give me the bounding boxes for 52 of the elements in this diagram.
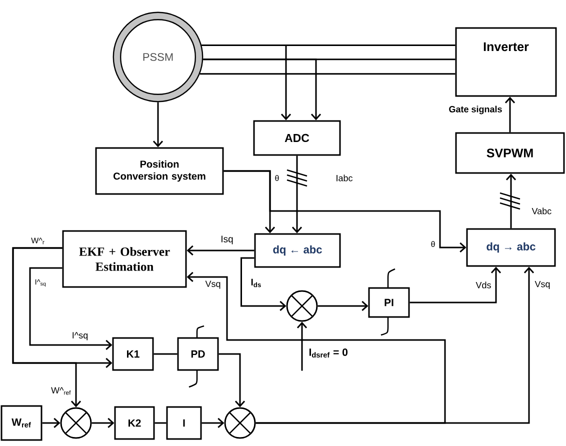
edge-label: W^$_{ref}$ — [51, 387, 71, 395]
edge-label: Vsq — [205, 280, 220, 289]
edge-label: W^$_{r}$ — [31, 238, 44, 244]
block-box: SVPWM — [455, 132, 565, 174]
arrow — [318, 300, 368, 312]
edge-label: Isq — [222, 236, 233, 244]
arrow — [292, 156, 302, 234]
block-box: Position Conversion system — [95, 147, 224, 195]
arrow — [186, 272, 446, 424]
arrow — [152, 102, 164, 148]
arrow — [92, 418, 114, 428]
block-box: dq ← abc — [254, 233, 341, 268]
edge-label: Iabc — [336, 174, 353, 182]
connector-line — [200, 73, 456, 75]
arrow — [218, 353, 246, 408]
summing-junction — [224, 407, 256, 439]
edge-label: I$_{dsref}$ = 0 — [309, 348, 348, 358]
connector-line — [154, 422, 166, 424]
block-box: PI — [368, 287, 410, 318]
edge-label: Gate signals — [449, 106, 502, 114]
connector-line — [154, 353, 178, 355]
block-box: I — [166, 406, 202, 440]
edge-label: I^sq — [72, 332, 88, 340]
block-box: W$_{ref}$ — [0, 405, 42, 441]
arrow — [506, 174, 516, 228]
block-box: Inverter — [455, 27, 557, 97]
arrow — [504, 96, 516, 132]
edge-label: θ — [275, 175, 279, 181]
arrow — [42, 418, 60, 428]
edge-label: I$_{ds}$ — [251, 278, 261, 288]
arrow — [186, 245, 254, 256]
block-box: ADC — [253, 120, 341, 156]
arrow — [203, 58, 322, 120]
arrow — [296, 322, 308, 371]
edge-label: Vabc — [532, 208, 552, 214]
arrow — [224, 170, 466, 253]
arrow — [410, 266, 502, 304]
edge-label: θ — [431, 241, 435, 247]
arrow — [202, 418, 224, 428]
block-box: EKF + Observer Estimation — [62, 230, 187, 288]
summing-junction — [60, 407, 92, 439]
block-box: dq → abc — [466, 228, 556, 267]
edge-label: Vds — [476, 282, 491, 288]
edge-label: Vsq — [534, 280, 550, 290]
block-box: K1 — [112, 337, 154, 371]
arrow — [202, 44, 292, 120]
block-box: PD — [177, 337, 219, 371]
arrow — [29, 267, 112, 350]
arrow — [240, 257, 286, 312]
arrow — [12, 247, 82, 408]
block-box: K2 — [114, 406, 155, 440]
summing-junction — [286, 290, 318, 322]
